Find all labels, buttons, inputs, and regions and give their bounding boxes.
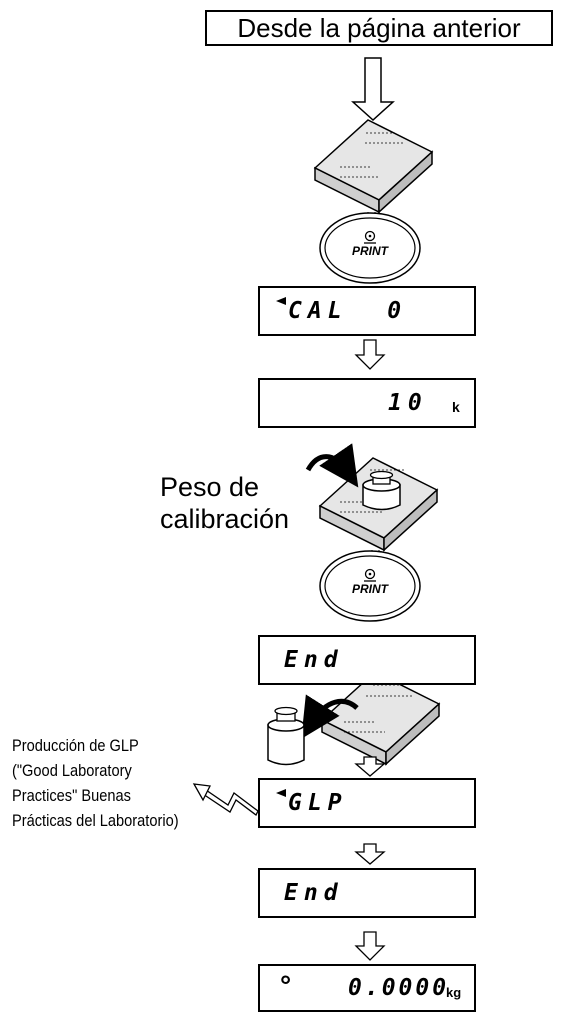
- print-key-2-label: PRINT: [352, 582, 388, 596]
- remove-weight-arrow: [301, 694, 359, 739]
- display-glp: GLP: [258, 778, 476, 828]
- stability-mark: °: [280, 970, 292, 1001]
- arrow-glp-to-end: [354, 843, 386, 865]
- display-zero: ° 0.0000 kg: [258, 964, 476, 1012]
- display-cal: CAL 0: [258, 286, 476, 336]
- glp-output-lightning-arrow: [192, 783, 259, 816]
- glp-note-line: Practices" Buenas: [12, 786, 131, 805]
- print-key-2[interactable]: [319, 550, 421, 622]
- glp-output-note: Producción de GLP ("Good Laboratory Prac…: [12, 733, 179, 833]
- display-zero-unit: kg: [446, 985, 462, 1000]
- place-weight-arrow: [305, 443, 359, 488]
- calibration-weight-label-line2: calibración: [160, 504, 290, 534]
- calibration-weight-label-line1: Peso de: [160, 472, 260, 502]
- from-previous-page-text: Desde la página anterior: [237, 13, 521, 43]
- display-zero-value: 0.0000: [348, 975, 450, 1001]
- display-cal-text: CAL 0: [288, 298, 408, 324]
- weighing-pan-empty: [313, 119, 434, 214]
- print-key-1-label: PRINT: [352, 244, 388, 258]
- arrow-cal-to-mass: [354, 339, 386, 370]
- display-indicator-triangle: [276, 297, 286, 305]
- from-previous-page-box: Desde la página anterior: [205, 10, 553, 46]
- display-indicator-triangle: [276, 789, 286, 797]
- display-mass-unit: k: [452, 399, 460, 415]
- glp-note-line: Prácticas del Laboratorio): [12, 811, 179, 830]
- display-end-2: End: [258, 868, 476, 918]
- display-glp-text: GLP: [288, 790, 348, 816]
- display-end-1-text: End: [284, 647, 344, 673]
- display-mass-value: 10: [388, 390, 428, 416]
- glp-note-line: Producción de GLP: [12, 736, 139, 755]
- display-calibration-mass: 10 k: [258, 378, 476, 428]
- calibration-weight-removed: [267, 706, 305, 766]
- print-key-1[interactable]: [319, 212, 421, 284]
- display-end-1: End: [258, 635, 476, 685]
- display-end-2-text: End: [284, 880, 344, 906]
- arrow-end-to-zero: [354, 931, 386, 961]
- big-down-arrow: [351, 57, 395, 122]
- calibration-weight-on-pan: [362, 470, 401, 511]
- arrow-pan-to-glp: [354, 756, 386, 777]
- glp-note-line: ("Good Laboratory: [12, 761, 132, 780]
- weighing-pan-removing: [320, 671, 441, 766]
